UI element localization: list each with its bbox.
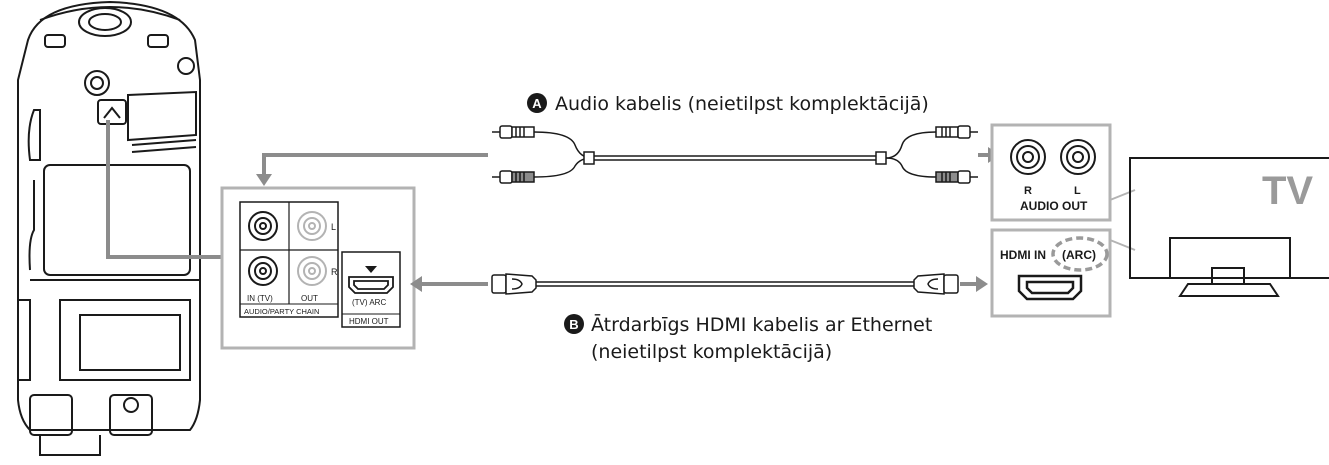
hdmi-marker-triangle	[365, 266, 377, 273]
tv-audio-out-label: AUDIO OUT	[1020, 199, 1088, 213]
tv-audio-l-label: L	[1074, 185, 1081, 197]
rca-jack-out-r	[297, 256, 327, 286]
in-tv-label: IN (TV)	[247, 294, 273, 303]
tv-hdmi-in-panel: HDMI IN (ARC)	[990, 228, 1112, 318]
tv-unit	[1109, 157, 1329, 297]
rca-plug-left-bottom	[492, 170, 535, 184]
tv-audio-out-panel: R L AUDIO OUT	[990, 123, 1112, 222]
tv-hdmi-in-port	[1017, 274, 1083, 301]
cable-a-text: Audio kabelis (neietilpst komplektācijā)	[555, 93, 929, 115]
arrow-down-to-panel	[256, 174, 272, 186]
tv-label: TV	[1262, 169, 1313, 213]
port-r-label: R	[331, 267, 338, 277]
badge-a-icon	[527, 93, 547, 113]
rca-plug-right-top	[935, 125, 978, 139]
arrow-left-to-hdmi-out	[410, 276, 422, 292]
rca-plug-right-bottom	[935, 170, 978, 184]
audio-party-chain-label: AUDIO/PARTY CHAIN	[244, 307, 319, 316]
speaker-panel: L R IN (TV) OUT AUDIO/PARTY CHAIN (TV) A…	[220, 186, 416, 350]
cable-a-label: A Audio kabelis (neietilpst komplektācij…	[527, 93, 929, 115]
port-l-label: L	[331, 222, 336, 232]
cable-a	[492, 125, 978, 184]
speaker-link-line	[106, 120, 488, 259]
hdmi-plug-right	[913, 273, 959, 295]
rca-jack-in-l	[248, 211, 278, 241]
badge-b-letter: B	[569, 317, 578, 332]
tv-hdmi-in-label: HDMI IN	[1000, 248, 1046, 262]
rca-jack-out-l	[297, 211, 327, 241]
cable-b-text-line1: Ātrdarbīgs HDMI kabelis ar Ethernet	[591, 312, 932, 336]
hdmi-out-label: HDMI OUT	[349, 317, 389, 326]
rca-jack-in-r	[248, 256, 278, 286]
hdmi-tv-arc-label: (TV) ARC	[352, 298, 386, 307]
cable-b-label: B Ātrdarbīgs HDMI kabelis ar Ethernet (n…	[564, 312, 932, 363]
out-label: OUT	[301, 294, 318, 303]
rca-plug-left-top	[492, 125, 535, 139]
arc-highlight-ring	[1051, 236, 1109, 272]
cable-b	[491, 273, 959, 295]
badge-b-icon	[564, 314, 584, 334]
hdmi-plug-left	[491, 273, 537, 295]
tv-arc-label: (ARC)	[1062, 248, 1096, 262]
tv-audio-r-label: R	[1024, 185, 1032, 197]
arrow-right-to-hdmi-in	[976, 276, 988, 292]
hdmi-out-port	[348, 276, 394, 294]
badge-a-letter: A	[532, 96, 542, 111]
cable-b-text-line2: (neietilpst komplektācijā)	[591, 341, 832, 363]
